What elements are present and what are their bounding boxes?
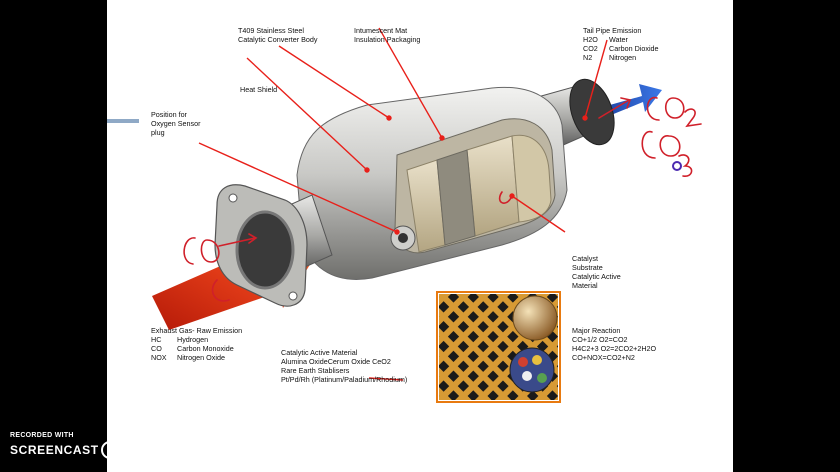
substrate-rear	[466, 135, 520, 237]
metal-particle	[518, 357, 528, 367]
screencast-record-icon	[100, 441, 119, 459]
label-heat-shield: Heat Shield	[240, 85, 278, 94]
metal-particle	[522, 371, 532, 381]
annot-substrate-mark	[498, 191, 512, 204]
closeup-coating-ball	[512, 295, 558, 341]
label-intumescent-mat: Intumescent Mat Insulation Packaging	[354, 26, 421, 44]
label-converter-body: T409 Stainless Steel Catalytic Converter…	[238, 26, 318, 44]
annot-tail-arrow	[598, 97, 632, 119]
annot-co2	[646, 96, 702, 128]
handwritten-annotations	[183, 96, 702, 302]
flange-bolt-hole-bottom	[288, 291, 298, 301]
screencast-matic-logo: SCREENCAST MATIC	[10, 441, 161, 459]
recorded-with-text: RECORDED WITH	[10, 432, 74, 439]
label-oxygen-sensor: Position for Oxygen Sensor plug	[151, 110, 201, 137]
label-catalyst-substrate: Catalyst Substrate Catalytic Active Mate…	[572, 254, 621, 290]
leader-lines	[198, 27, 608, 381]
screencast-text: SCREENCAST	[10, 443, 99, 457]
label-major-reaction: Major Reaction CO+1/2 O2=CO2 H4C2+3 O2=2…	[572, 326, 657, 362]
substrate-end	[511, 134, 552, 223]
annot-co3	[641, 131, 693, 177]
slide: T409 Stainless Steel Catalytic Converter…	[107, 0, 733, 472]
annot-co-inlet	[183, 237, 220, 265]
inlet-opening	[235, 210, 295, 290]
metal-particle	[532, 355, 542, 365]
oxygen-sensor-hole	[398, 233, 408, 243]
annot-blue-dot	[672, 161, 682, 171]
closeup-precious-metal-cluster	[509, 347, 555, 393]
matic-text: MATIC	[120, 443, 161, 457]
flange-bolt-hole-top	[228, 193, 238, 203]
annot-curve-inlet	[211, 279, 230, 302]
catalytic-converter-diagram	[107, 27, 702, 403]
metal-particle	[537, 373, 547, 383]
screencast-watermark: RECORDED WITH SCREENCAST MATIC	[10, 432, 161, 459]
annot-arrow-inlet	[218, 233, 258, 247]
insulation-mat	[436, 149, 476, 246]
outlet-flange	[569, 78, 615, 146]
label-catalytic-active-material: Catalytic Active Material Alumina OxideC…	[281, 348, 408, 384]
